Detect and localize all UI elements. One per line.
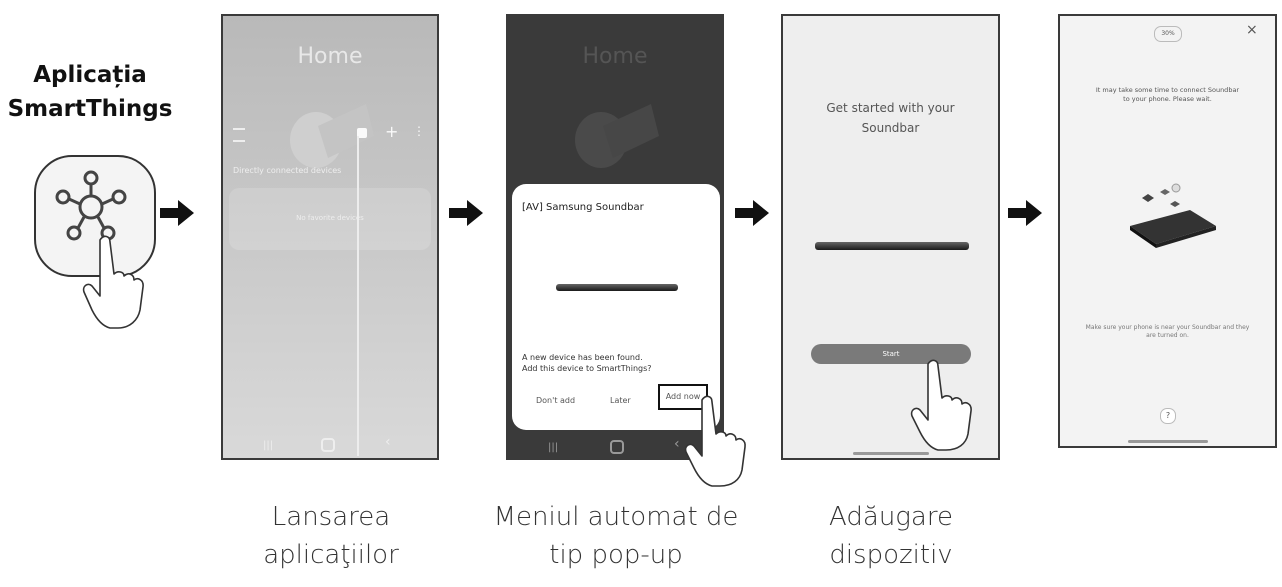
caption-add-device-line2: dispozitiv [829, 540, 953, 570]
get-started-line1: Get started with your [826, 101, 955, 115]
nav-home-icon[interactable] [610, 440, 624, 454]
tapping-hand-icon-2 [684, 395, 746, 487]
tapping-hand-icon [82, 235, 144, 329]
phone-screen-get-started: Get started with your Soundbar Start [781, 14, 1000, 460]
caption-popup-line2: tip pop-up [549, 540, 683, 570]
bg-illustration-icon [575, 104, 659, 168]
caption-popup-line1: Meniul automat de [493, 502, 739, 532]
home-title: Home [297, 44, 363, 69]
popup-message-line2: Add this device to SmartThings? [522, 364, 652, 373]
close-icon[interactable]: × [1246, 22, 1258, 38]
divider-line [357, 136, 359, 456]
app-title-line1: Aplicația [33, 62, 147, 88]
nav-back-icon[interactable]: ‹ [674, 436, 680, 452]
nav-recent-icon[interactable]: ||| [263, 440, 274, 451]
soundbar-image [815, 242, 969, 250]
section-label: Directly connected devices [233, 166, 342, 175]
popup-message-line1: A new device has been found. [522, 353, 643, 362]
phone-screen-connecting: 30% × It may take some time to connect S… [1058, 14, 1277, 448]
get-started-line2: Soundbar [861, 121, 920, 135]
device-icon[interactable] [357, 128, 367, 138]
app-title-line2: SmartThings [7, 96, 173, 122]
connecting-hint-line1: Make sure your phone is near your Soundb… [1085, 324, 1250, 331]
smartthings-app-icon[interactable] [34, 155, 156, 277]
menu-icon[interactable] [233, 128, 245, 142]
bg-home-title: Home [582, 44, 648, 69]
home-indicator [853, 452, 929, 455]
soundbar-image [556, 284, 678, 291]
arrow-right-icon-4 [1008, 200, 1042, 226]
connecting-hint-line2: are turned on. [1146, 332, 1189, 339]
caption-popup: Meniul automat de tip pop-up [486, 498, 746, 574]
nav-back-icon[interactable]: ‹ [385, 434, 391, 450]
favorites-empty-text: No favorite devices [296, 214, 364, 222]
home-illustration-icon [290, 104, 374, 168]
caption-launch-line2: aplicaţiilor [263, 540, 399, 570]
arrow-right-icon-2 [449, 200, 483, 226]
popup-title: [AV] Samsung Soundbar [522, 202, 644, 213]
phone-screen-popup: Home [AV] Samsung Soundbar A new device … [506, 14, 724, 460]
phone-connect-illustration-icon [1130, 183, 1216, 248]
nav-recent-icon[interactable]: ||| [548, 442, 559, 453]
caption-add-device: Adăugare dispozitiv [781, 498, 1001, 574]
nav-home-icon[interactable] [321, 438, 335, 452]
add-icon[interactable]: + [385, 122, 399, 141]
caption-add-device-line1: Adăugare [829, 502, 953, 532]
progress-percent: 30% [1154, 26, 1182, 42]
caption-launch: Lansarea aplicaţiilor [221, 498, 441, 574]
more-icon[interactable]: ⋮ [413, 124, 425, 138]
home-indicator [1128, 440, 1208, 443]
app-title: Aplicația SmartThings [0, 58, 180, 126]
later-button[interactable]: Later [610, 396, 631, 405]
dont-add-button[interactable]: Don't add [536, 396, 576, 405]
help-button[interactable]: ? [1160, 408, 1176, 424]
arrow-right-icon-3 [735, 200, 769, 226]
connecting-message-line1: It may take some time to connect Soundba… [1095, 86, 1240, 94]
connecting-message-line2: to your phone. Please wait. [1123, 95, 1212, 103]
smartthings-logo-icon [55, 170, 127, 241]
phone-screen-home: Home + ⋮ Directly connected devices No f… [221, 14, 439, 460]
popup-message: A new device has been found. Add this de… [522, 352, 652, 374]
popup-dialog: [AV] Samsung Soundbar A new device has b… [512, 184, 720, 430]
caption-launch-line1: Lansarea [271, 502, 391, 532]
start-button[interactable]: Start [811, 344, 971, 364]
connecting-hint: Make sure your phone is near your Soundb… [1060, 324, 1275, 340]
get-started-heading: Get started with your Soundbar [783, 98, 998, 138]
favorites-card[interactable]: No favorite devices [229, 188, 431, 250]
arrow-right-icon-1 [160, 200, 194, 226]
connecting-message: It may take some time to connect Soundba… [1060, 86, 1275, 104]
tapping-hand-icon-3 [910, 359, 972, 451]
